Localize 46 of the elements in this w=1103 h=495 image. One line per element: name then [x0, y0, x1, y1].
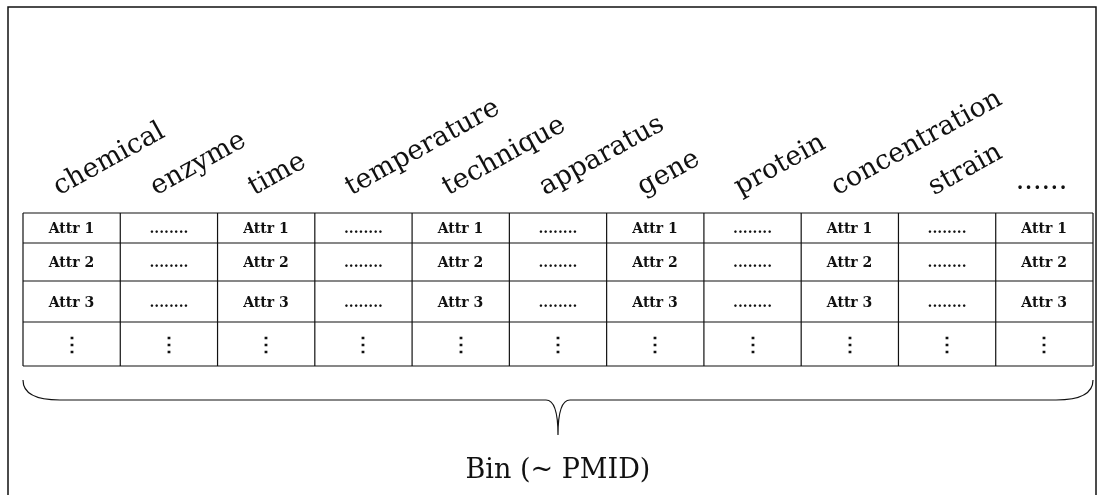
table-cell-text: ........: [149, 221, 189, 235]
table-cell-text: ........: [733, 294, 773, 309]
table-cell-text: Attr 3: [1021, 294, 1067, 309]
table-cell-text: ........: [343, 221, 383, 235]
table-cell-text: Attr 2: [1021, 255, 1067, 269]
table-cell-text: ........: [733, 255, 773, 269]
table-cell-text: ⋮: [742, 334, 763, 354]
table-cell-text: ........: [343, 294, 383, 309]
table-cell-text: Attr 2: [826, 255, 873, 269]
table-cell-text: ........: [538, 255, 578, 269]
table-cell-text: ........: [538, 294, 578, 309]
table-cell-text: Attr 1: [243, 221, 289, 235]
table-cell-text: ........: [149, 255, 189, 269]
table-cell-text: Attr 3: [437, 294, 484, 309]
table-cell-text: Attr 3: [243, 294, 289, 309]
bin-label: Bin (~ PMID): [465, 455, 651, 482]
table-cell-text: ⋮: [839, 334, 860, 354]
table-cell-text: ⋮: [937, 334, 958, 354]
table-cell-text: ........: [927, 221, 967, 235]
table-cell-text: Attr 2: [632, 255, 678, 269]
table-cell-text: ........: [927, 294, 967, 309]
table-cell-text: ⋮: [548, 334, 568, 354]
table-cell-text: ⋮: [645, 334, 666, 354]
table-cell-text: Attr 2: [437, 255, 484, 269]
table-cell-text: ⋮: [61, 334, 82, 354]
table-cell-text: Attr 2: [243, 255, 289, 269]
table-cell-text: ........: [149, 294, 189, 309]
table-cell-text: Attr 1: [826, 221, 873, 235]
table-cell-text: ⋮: [353, 334, 374, 354]
table-cell-text: Attr 1: [1021, 221, 1067, 235]
table-cell-text: ⋮: [158, 334, 179, 354]
table-cell-text: ........: [343, 255, 383, 269]
table-cell-text: ........: [733, 221, 773, 235]
table-cell-text: ⋮: [450, 334, 471, 354]
table-cell-text: ........: [927, 255, 967, 269]
table-cell-text: Attr 1: [437, 221, 484, 235]
table-cell-text: ........: [538, 221, 578, 235]
table-cell-text: ⋮: [1034, 334, 1055, 354]
table-cell-text: Attr 1: [48, 221, 95, 235]
table-cell-text: Attr 3: [632, 294, 678, 309]
table-cell-text: Attr 3: [826, 294, 873, 309]
table-cell-text: ⋮: [256, 334, 277, 354]
table-cell-text: Attr 2: [48, 255, 95, 269]
table-cell-text: Attr 3: [48, 294, 95, 309]
table-cell-text: Attr 1: [632, 221, 678, 235]
column-header: ......: [1015, 166, 1068, 193]
